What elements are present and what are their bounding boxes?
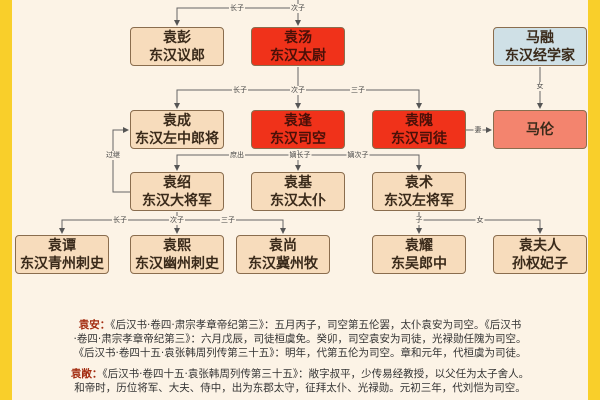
node-title: 东汉太仆 [270,192,326,209]
node-yuanji: 袁基东汉太仆 [251,172,345,211]
node-yuantan: 袁谭东汉青州刺史 [15,235,109,274]
node-yuanyao: 袁耀东吴郎中 [372,235,466,274]
node-title: 东汉青州刺史 [20,255,104,272]
node-yuanfeng: 袁逢东汉司空 [251,110,345,149]
node-name: 袁成 [163,112,191,129]
node-name: 袁术 [405,174,433,191]
node-title: 孙权妃子 [512,255,568,272]
edge-label: 次子 [290,86,306,95]
node-name: 袁尚 [269,237,297,254]
edge-label: 子 [414,216,424,225]
edge-label: 三子 [350,86,366,95]
node-yuanshu: 袁术东汉左将军 [372,172,466,211]
node-title: 东汉经学家 [505,47,575,64]
node-name: 袁绍 [163,174,191,191]
edge-label: 嫡次子 [346,151,370,160]
node-name: 袁夫人 [519,237,561,254]
note-line: 《后汉书·卷四·肃宗孝章帝纪第三》：五月丙子，司空第五伦罢，太仆袁安为司空。《后… [110,319,522,331]
node-malun: 马伦 [493,110,587,149]
edge-label: 长子 [229,4,245,13]
node-yuanshao: 袁绍东汉大将军 [130,172,224,211]
edge-label: 三子 [220,216,236,225]
node-yuanpeng: 袁彭东汉议郎 [130,27,224,66]
edge-label: 嫡长子 [288,151,312,160]
node-name: 袁彭 [163,29,191,46]
note-line: 和帝时，历位将军、大夫、侍中，出为东郡太守，征拜太仆、光禄勋。元初三年，代刘恺为… [74,382,526,394]
node-title: 东汉司徒 [391,130,447,147]
edge-label: 女 [475,216,485,225]
node-title: 东汉幽州刺史 [135,255,219,272]
node-title: 东汉左将军 [384,192,454,209]
node-title: 东汉左中郎将 [135,130,219,147]
node-name: 袁谭 [48,237,76,254]
note-name: 袁安： [78,319,111,331]
node-name: 袁隗 [405,112,433,129]
edge-label: 长子 [112,216,128,225]
node-title: 东吴郎中 [391,255,447,272]
edge-label: 长子 [232,86,248,95]
node-yuantang: 袁汤东汉太尉 [251,27,345,66]
node-name: 袁汤 [284,29,312,46]
edge-label: 妻 [473,126,483,135]
node-yuanwei: 袁隗东汉司徒 [372,110,466,149]
node-name: 马融 [526,29,554,46]
edge-label: 次子 [169,216,185,225]
note-line: ·卷四·肃宗孝章帝纪第三》：六月戊辰，司徒桓虞免。癸卯，司空袁安为司徒，光禄勋任… [73,333,527,345]
note-yuanan: 袁安：《后汉书·卷四·肃宗孝章帝纪第三》：五月丙子，司空第五伦罢，太仆袁安为司空… [22,318,578,360]
node-name: 袁熙 [163,237,191,254]
node-name: 袁基 [284,174,312,191]
node-title: 东汉司空 [270,130,326,147]
note-yuanchang: 袁敞：《后汉书·卷四十五·袁张韩周列传第三十五》：敞字叔平，少传易经教授，以父任… [22,367,578,395]
node-title: 东汉大将军 [142,192,212,209]
note-name: 袁敞： [70,368,103,380]
node-yuanxi: 袁熙东汉幽州刺史 [130,235,224,274]
node-name: 马伦 [526,121,554,138]
note-line: 《后汉书·卷四十五·袁张韩周列传第三十五》：明年，代第五伦为司空。章和元年，代桓… [73,347,527,359]
node-yuancheng: 袁成东汉左中郎将 [130,110,224,149]
node-title: 东汉冀州牧 [248,255,318,272]
edge-label: 次子 [290,4,306,13]
node-yuanfuren: 袁夫人孙权妃子 [493,235,587,274]
edge-label: 过继 [105,151,121,160]
node-yuanshang: 袁尚东汉冀州牧 [236,235,330,274]
edge-label: 女 [535,82,545,91]
note-line: 《后汉书·卷四十五·袁张韩周列传第三十五》：敞字叔平，少传易经教授，以父任为太子… [102,368,530,380]
node-name: 袁耀 [405,237,433,254]
node-title: 东汉议郎 [149,47,205,64]
node-marong: 马融东汉经学家 [493,27,587,66]
edge-label: 庶出 [229,151,245,160]
node-name: 袁逢 [284,112,312,129]
node-title: 东汉太尉 [270,47,326,64]
